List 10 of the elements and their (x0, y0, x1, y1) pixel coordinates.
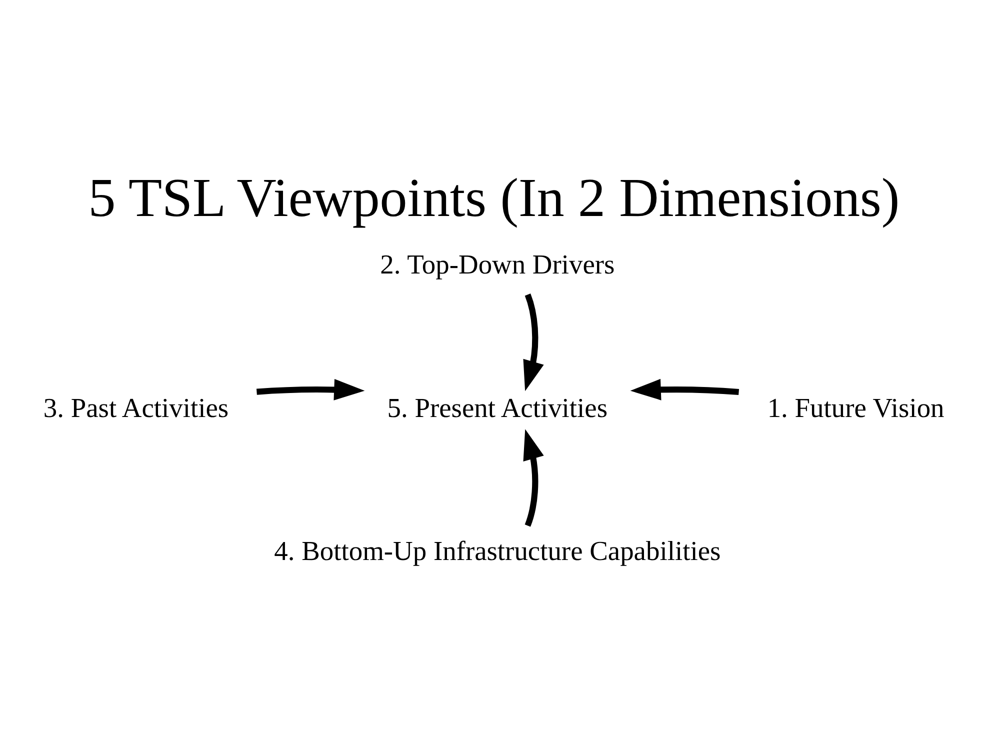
diagram-title: 5 TSL Viewpoints (In 2 Dimensions) (88, 166, 900, 228)
arrow (630, 378, 739, 400)
arrow (256, 378, 364, 400)
arrow (522, 293, 544, 391)
node-text: 5. Present Activities (386, 392, 608, 422)
node-text: 2. Top-Down Drivers (380, 248, 614, 279)
node-text: 3. Past Activities (42, 392, 228, 422)
node-text: 4. Bottom-Up Infrastructure Capabilities (274, 536, 720, 566)
node-text: 1. Future Vision (766, 392, 944, 422)
arrow (522, 428, 544, 526)
